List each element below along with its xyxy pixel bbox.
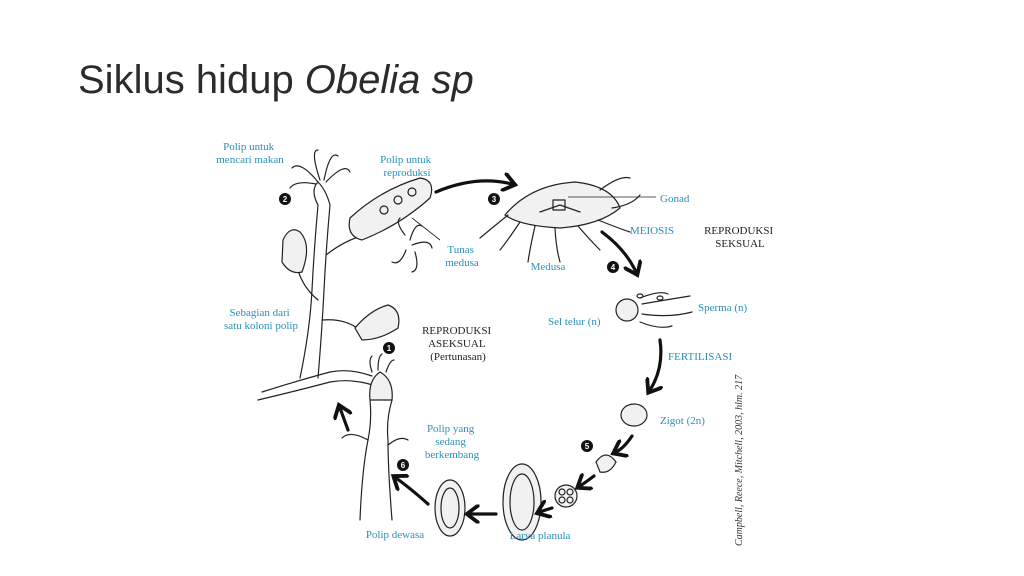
label-polip-dewasa: Polip dewasa — [366, 529, 424, 541]
image-credit: Campbell, Reece, Mitchell, 2003, hlm. 21… — [734, 374, 745, 546]
slide-title: Siklus hidup Obelia sp — [78, 58, 474, 103]
label-larva-planula: Larva planula — [510, 530, 571, 542]
step-badge-1: 1 — [383, 342, 395, 354]
svg-text:3: 3 — [492, 195, 497, 204]
title-italic: Obelia sp — [304, 58, 474, 102]
label-reproduksi-aseksual: REPRODUKSI ASEKSUAL (Pertunasan) — [422, 325, 494, 363]
step-badge-5: 5 — [581, 440, 593, 452]
label-zigot: Zigot (2n) — [660, 415, 705, 427]
label-sperma: Sperma (n) — [698, 302, 748, 314]
label-polip-reproduksi: Polip untuk reproduksi — [380, 154, 434, 179]
svg-text:1: 1 — [387, 344, 392, 353]
svg-text:5: 5 — [585, 442, 590, 451]
polyp-colony-drawing — [257, 149, 433, 521]
svg-text:2: 2 — [283, 195, 288, 204]
svg-text:4: 4 — [611, 263, 616, 272]
step-badge-2: 2 — [279, 193, 291, 205]
label-sel-telur: Sel telur (n) — [548, 316, 601, 328]
label-koloni: Sebagian dari satu koloni polip — [224, 307, 298, 332]
label-fertilisasi: FERTILISASI — [668, 351, 732, 363]
cycle-arrows — [340, 181, 661, 514]
medusa-drawing — [479, 176, 641, 263]
step-badge-6: 6 — [397, 459, 409, 471]
label-tunas-medusa: Tunas medusa — [445, 244, 479, 269]
label-polip-berkembang: Polip yang sedang berkembang — [425, 423, 480, 461]
embryo-stages-drawing — [434, 403, 648, 541]
label-medusa: Medusa — [531, 261, 566, 273]
svg-text:6: 6 — [401, 461, 406, 470]
gametes-drawing — [615, 292, 693, 328]
label-reproduksi-seksual: REPRODUKSI SEKSUAL — [704, 225, 776, 250]
title-plain: Siklus hidup — [78, 58, 305, 102]
leader-lines — [411, 196, 656, 241]
label-gonad: Gonad — [660, 193, 690, 205]
step-badge-4: 4 — [607, 261, 619, 273]
label-meiosis: MEIOSIS — [630, 225, 674, 237]
label-polip-makan: Polip untuk mencari makan — [216, 141, 284, 166]
step-badge-3: 3 — [488, 193, 500, 205]
